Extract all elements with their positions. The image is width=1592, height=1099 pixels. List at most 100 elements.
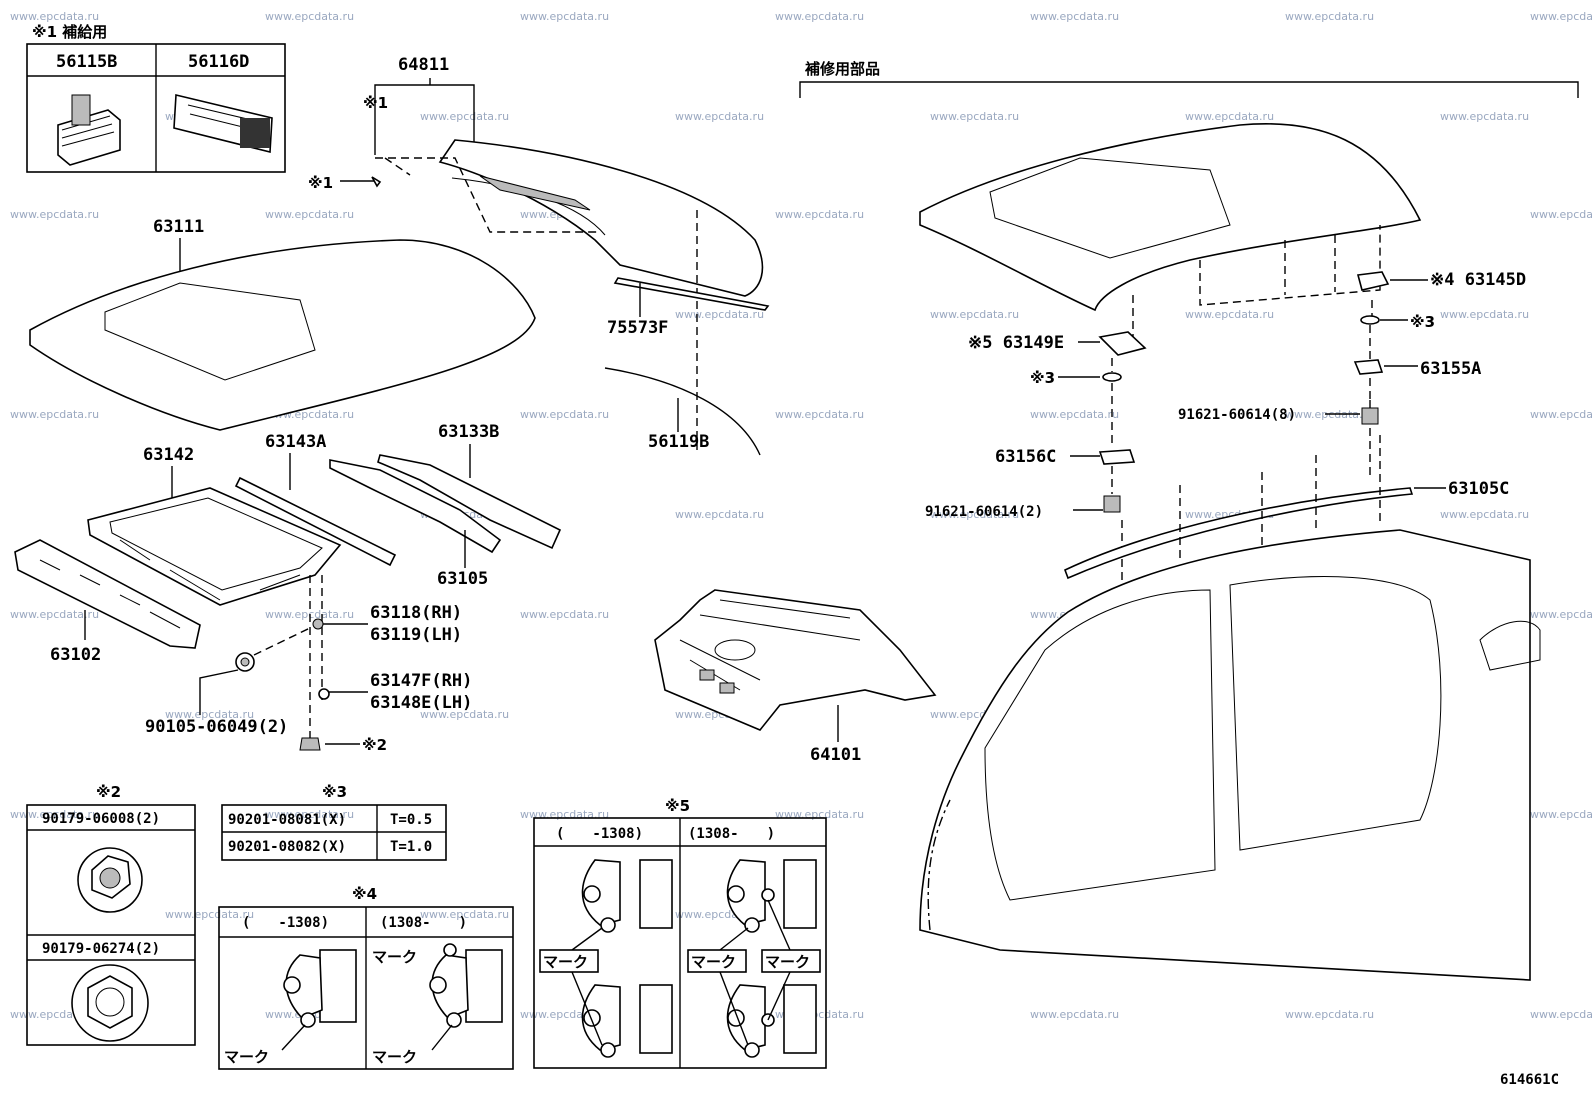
callout-91621-8[interactable]: 91621-60614(8)	[1178, 407, 1296, 423]
svg-text:www.epcdata.ru: www.epcdata.ru	[165, 908, 254, 921]
note2-part-2[interactable]: 90179-06274(2)	[42, 941, 160, 957]
callout-64101[interactable]: 64101	[810, 745, 861, 765]
note4-box: ※4 ( -1308) (1308- ) マーク マーク マーク	[218, 885, 514, 1070]
callout-63142[interactable]: 63142	[143, 445, 194, 465]
note2-title: ※2	[96, 783, 121, 801]
supply-note-title: ※1 補給用	[32, 23, 107, 41]
note2-part-1[interactable]: 90179-06008(2)	[42, 811, 160, 827]
svg-text:www.epcdata.ru: www.epcdata.ru	[930, 508, 1019, 521]
note3-table: ※3 90201-08081(X) T=0.5 90201-08082(X) T…	[221, 783, 447, 861]
callout-63118[interactable]: 63118(RH)	[370, 603, 462, 623]
note5-col-1: ( -1308)	[556, 826, 643, 842]
package-tray-64101: 64101	[654, 589, 937, 765]
note5-box: ※5 ( -1308) (1308- ) マーク	[533, 797, 827, 1069]
callout-63119[interactable]: 63119(LH)	[370, 625, 462, 645]
callout-91621-2[interactable]: 91621-60614(2)	[925, 504, 1043, 520]
figure-id: 614661C	[1500, 1072, 1559, 1088]
svg-text:www.epcdata.ru: www.epcdata.ru	[775, 208, 864, 221]
svg-text:www.epcdata.ru: www.epcdata.ru	[775, 808, 864, 821]
svg-text:www.epcdata.ru: www.epcdata.ru	[775, 10, 864, 23]
callout-63155A[interactable]: 63155A	[1420, 359, 1481, 379]
svg-text:www.epcdata.ru: www.epcdata.ru	[775, 408, 864, 421]
svg-text:www.epcdata.ru: www.epcdata.ru	[930, 110, 1019, 123]
nut-6274-drawing	[71, 964, 149, 1042]
svg-text:www.epcdata.ru: www.epcdata.ru	[675, 308, 764, 321]
part-56116D-label[interactable]: 56116D	[188, 52, 249, 72]
note5-col-2: (1308- )	[688, 826, 775, 842]
part-56115B-label[interactable]: 56115B	[56, 52, 117, 72]
svg-text:www.epcdata.ru: www.epcdata.ru	[1185, 308, 1274, 321]
note3-title: ※3	[322, 783, 347, 801]
svg-text:www.epcdata.ru: www.epcdata.ru	[10, 208, 99, 221]
svg-text:www.epcdata.ru: www.epcdata.ru	[10, 808, 99, 821]
note5-mark-label-2: マーク	[691, 953, 736, 971]
callout-90105[interactable]: 90105-06049(2)	[145, 717, 288, 737]
note3-row1-part[interactable]: 90201-08081(X)	[228, 812, 346, 828]
note4-mark-label-2: マーク	[372, 948, 417, 966]
callout-63149E[interactable]: ※5 63149E	[968, 333, 1064, 353]
callout-63102[interactable]: 63102	[50, 645, 101, 665]
note5-mark-label-1: マーク	[543, 953, 588, 971]
callout-63143A[interactable]: 63143A	[265, 432, 326, 452]
note4-bracket-1: マーク	[224, 949, 357, 1066]
svg-text:www.epcdata.ru: www.epcdata.ru	[675, 110, 764, 123]
svg-text:www.epcdata.ru: www.epcdata.ru	[10, 408, 99, 421]
svg-text:www.epcdata.ru: www.epcdata.ru	[10, 608, 99, 621]
callout-63105[interactable]: 63105	[437, 569, 488, 589]
svg-text:www.epcdata.ru: www.epcdata.ru	[265, 10, 354, 23]
svg-text:www.epcdata.ru: www.epcdata.ru	[265, 208, 354, 221]
callout-mark1-lower: ※1	[308, 174, 333, 192]
callout-63105C[interactable]: 63105C	[1448, 479, 1509, 499]
note5-brackets-2: マーク マーク	[687, 859, 821, 1058]
svg-text:www.epcdata.ru: www.epcdata.ru	[1185, 110, 1274, 123]
note4-mark-label-1: マーク	[224, 1048, 269, 1066]
repair-parts-section: 補修用部品 ※4 63145D ※3 63155A 91621-60614(8)…	[799, 60, 1579, 981]
callout-63156C[interactable]: 63156C	[995, 447, 1056, 467]
svg-text:www.epcdata.ru: www.epcdata.ru	[1030, 10, 1119, 23]
svg-text:www.epcdata.ru: www.epcdata.ru	[1530, 608, 1592, 621]
callout-63133B[interactable]: 63133B	[438, 422, 499, 442]
svg-text:www.epcdata.ru: www.epcdata.ru	[1530, 408, 1592, 421]
svg-text:www.epcdata.ru: www.epcdata.ru	[1030, 1008, 1119, 1021]
svg-text:www.epcdata.ru: www.epcdata.ru	[1530, 808, 1592, 821]
svg-text:www.epcdata.ru: www.epcdata.ru	[520, 608, 609, 621]
callout-63147F[interactable]: 63147F(RH)	[370, 671, 472, 691]
note4-bracket-2: マーク マーク	[372, 943, 503, 1066]
callout-64811[interactable]: 64811	[398, 55, 449, 75]
callout-56119B[interactable]: 56119B	[648, 432, 709, 452]
svg-text:www.epcdata.ru: www.epcdata.ru	[1530, 10, 1592, 23]
svg-text:www.epcdata.ru: www.epcdata.ru	[265, 808, 354, 821]
callout-63145D[interactable]: ※4 63145D	[1430, 270, 1526, 290]
svg-text:www.epcdata.ru: www.epcdata.ru	[1285, 1008, 1374, 1021]
svg-text:www.epcdata.ru: www.epcdata.ru	[420, 110, 509, 123]
callout-63148E[interactable]: 63148E(LH)	[370, 693, 472, 713]
svg-text:www.epcdata.ru: www.epcdata.ru	[1530, 208, 1592, 221]
svg-text:www.epcdata.ru: www.epcdata.ru	[1440, 110, 1529, 123]
svg-text:www.epcdata.ru: www.epcdata.ru	[165, 708, 254, 721]
note3-row2-part[interactable]: 90201-08082(X)	[228, 839, 346, 855]
note4-col-2: (1308- )	[380, 915, 467, 931]
roof-glass-group: 64811 ※1 ※1 75573F 56119B	[308, 55, 770, 456]
callout-mark1-upper: ※1	[363, 94, 388, 112]
svg-text:www.epcdata.ru: www.epcdata.ru	[1440, 508, 1529, 521]
note4-col-1: ( -1308)	[242, 915, 329, 931]
svg-text:www.epcdata.ru: www.epcdata.ru	[1285, 10, 1374, 23]
tape-56116D-drawing	[173, 93, 273, 154]
svg-text:www.epcdata.ru: www.epcdata.ru	[520, 408, 609, 421]
note4-title: ※4	[352, 885, 377, 903]
callout-63111[interactable]: 63111	[153, 217, 204, 237]
svg-text:www.epcdata.ru: www.epcdata.ru	[520, 10, 609, 23]
supply-parts-box: ※1 補給用 56115B 56116D	[26, 23, 286, 173]
note3-row2-thickness: T=1.0	[390, 839, 432, 855]
callout-mark3-right: ※3	[1410, 313, 1435, 331]
svg-text:www.epcdata.ru: www.epcdata.ru	[420, 908, 509, 921]
svg-text:www.epcdata.ru: www.epcdata.ru	[675, 508, 764, 521]
note5-title: ※5	[665, 797, 690, 815]
callout-75573F[interactable]: 75573F	[607, 318, 668, 338]
svg-text:www.epcdata.ru: www.epcdata.ru	[930, 308, 1019, 321]
note5-brackets-1: マーク	[539, 859, 673, 1058]
note5-mark-label-3: マーク	[765, 953, 810, 971]
svg-text:www.epcdata.ru: www.epcdata.ru	[1030, 408, 1119, 421]
note2-box: ※2 90179-06008(2) 90179-06274(2)	[26, 783, 196, 1046]
